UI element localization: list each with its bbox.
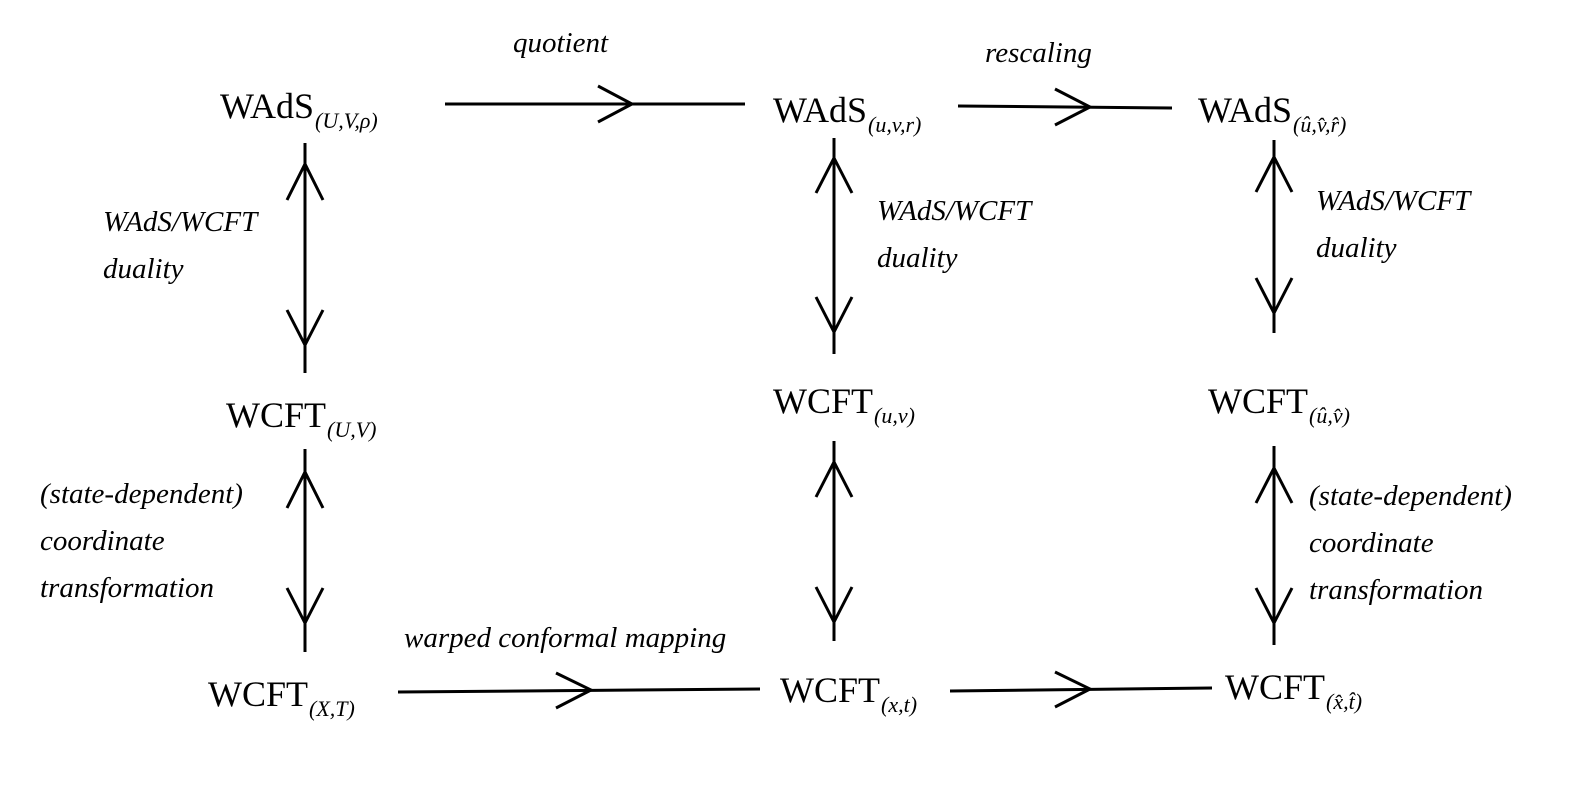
label-duality-left: WAdS/WCFT duality (103, 199, 257, 293)
node-subscript: (U,V) (327, 416, 377, 442)
label-line: WAdS/WCFT (1316, 185, 1471, 217)
label-duality-mid: WAdS/WCFT duality (877, 188, 1031, 282)
duality-left-arrow (285, 143, 325, 373)
coord-right-arrow (1254, 446, 1294, 645)
label-rescaling: rescaling (985, 37, 1092, 69)
node-subscript: (X,T) (309, 695, 355, 721)
node-wads-UVrho: WAdS(U,V,ρ) (220, 88, 378, 132)
node-base: WAdS (220, 86, 315, 126)
node-wcft-UV: WCFT(U,V) (226, 397, 377, 441)
label-line: duality (103, 252, 184, 285)
label-line: transformation (1309, 573, 1484, 606)
node-base: WCFT (780, 670, 881, 710)
label-line: (state-dependent) (1309, 480, 1512, 512)
duality-mid-arrow (814, 138, 854, 354)
node-subscript: (û,v̂,r̂) (1293, 111, 1347, 137)
coord-left-arrow (285, 449, 325, 652)
warped-mapping-arrow (397, 671, 761, 710)
node-base: WAdS (1198, 90, 1293, 130)
node-subscript: (x,t) (881, 691, 918, 717)
label-line: transformation (40, 571, 215, 604)
node-subscript: (u,v) (874, 402, 915, 428)
node-wcft-xt-hat: WCFT(x̂,t̂) (1225, 669, 1362, 713)
node-wcft-XT: WCFT(X,T) (208, 676, 355, 720)
label-warped-mapping: warped conformal mapping (404, 622, 727, 654)
node-wads-hat: WAdS(û,v̂,r̂) (1198, 92, 1346, 136)
label-coord-left: (state-dependent) coordinate transformat… (40, 471, 243, 612)
node-wcft-uv: WCFT(u,v) (773, 383, 915, 427)
node-subscript: (u,v,r) (868, 111, 922, 137)
label-line: (state-dependent) (40, 478, 243, 510)
bottom-right-arrow (949, 670, 1213, 709)
label-line: coordinate (1309, 526, 1434, 559)
duality-right-arrow (1254, 140, 1294, 333)
label-line: duality (1316, 231, 1397, 264)
node-base: WCFT (1208, 381, 1309, 421)
label-line: coordinate (40, 524, 165, 557)
node-subscript: (û,v̂) (1309, 402, 1350, 428)
label-duality-right: WAdS/WCFT duality (1316, 178, 1470, 272)
node-wads-uvr: WAdS(u,v,r) (773, 92, 921, 136)
quotient-arrow (445, 84, 745, 124)
node-base: WCFT (226, 395, 327, 435)
node-base: WCFT (1225, 667, 1326, 707)
rescaling-arrow (957, 87, 1173, 127)
node-subscript: (x̂,t̂) (1326, 688, 1363, 714)
node-base: WCFT (208, 674, 309, 714)
node-wcft-hat: WCFT(û,v̂) (1208, 383, 1350, 427)
node-wcft-xt: WCFT(x,t) (780, 672, 917, 716)
label-line: duality (877, 241, 958, 274)
node-base: WAdS (773, 90, 868, 130)
label-line: WAdS/WCFT (877, 195, 1032, 227)
node-base: WCFT (773, 381, 874, 421)
label-quotient: quotient (513, 27, 609, 59)
label-coord-right: (state-dependent) coordinate transformat… (1309, 473, 1512, 614)
mid-lower-arrow (814, 441, 854, 641)
node-subscript: (U,V,ρ) (315, 107, 378, 133)
label-line: WAdS/WCFT (103, 206, 258, 238)
